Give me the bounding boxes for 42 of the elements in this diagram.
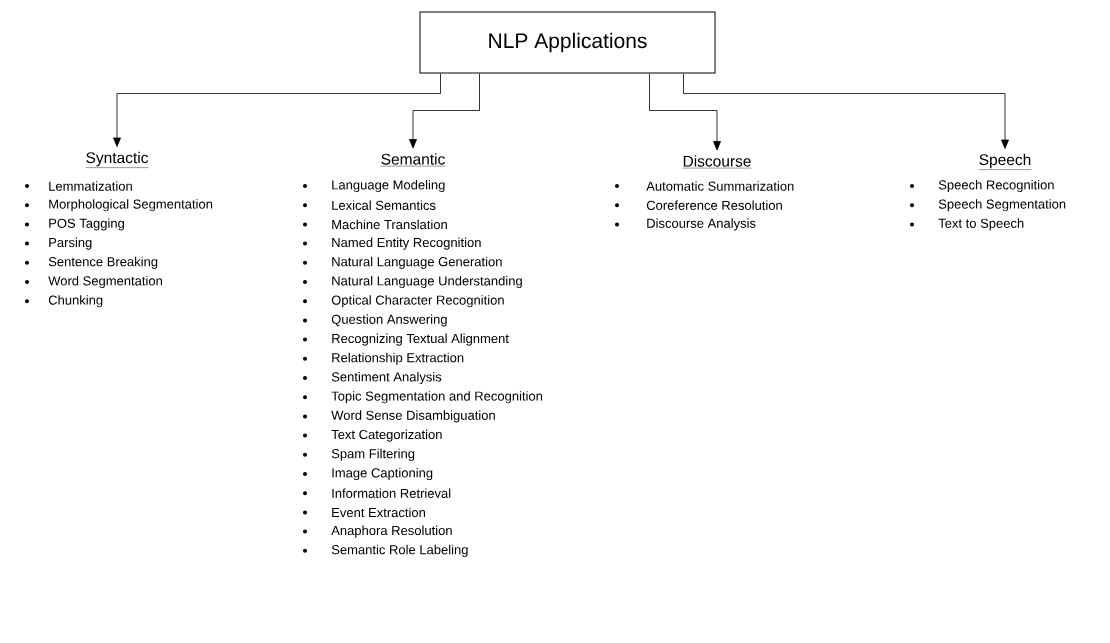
bullet-item: Automatic Summarization [615,181,794,191]
category-heading: Speech [978,153,1032,170]
bullet-item: Speech Recognition [910,179,1054,193]
bullet-item: Topic Segmentation and Recognition [303,391,543,404]
bullet-item: Question Answering [303,314,447,327]
category-heading: Syntactic [85,151,149,168]
bullet-item: Parsing [25,237,92,250]
bullet-item: Relationship Extraction [303,352,464,365]
connector-arrow [683,73,1009,149]
bullet-item: Lemmatization [25,181,132,191]
bullet-item: Optical Character Recognition [303,295,504,308]
bullet-item: Chunking [25,295,103,308]
bullet-item: Text Categorization [303,429,442,442]
bullet-item: Information Retrieval [303,488,451,498]
connector-arrow [409,73,480,149]
category-heading: Semantic [380,153,446,167]
bullet-item: Recognizing Textual Alignment [303,333,509,346]
bullet-item: Word Segmentation [25,275,162,289]
category-heading: Discourse [682,155,752,169]
bullet-item: Machine Translation [303,219,447,230]
bullet-item: Natural Language Understanding [303,275,522,289]
bullet-item: Lexical Semantics [303,200,436,210]
bullet-item: Natural Language Generation [303,256,502,269]
bullet-item: Image Captioning [303,467,433,481]
bullet-item: Morphological Segmentation [25,199,213,212]
connector-arrow [113,73,441,147]
bullet-item: Sentiment Analysis [303,371,442,385]
bullet-item: Language Modeling [303,179,445,193]
bullet-item: POS Tagging [25,218,124,231]
bullet-item: Event Extraction [303,507,425,518]
bullet-item: Coreference Resolution [615,200,782,210]
bullet-item: Discourse Analysis [615,218,756,231]
connector-arrow [649,73,721,151]
bullet-item: Speech Segmentation [910,199,1066,212]
bullet-item: Text to Speech [910,218,1024,231]
bullet-item: Semantic Role Labeling [303,544,468,557]
bullet-item: Spam Filtering [303,448,415,461]
bullet-item: Anaphora Resolution [303,525,452,538]
bullet-item: Named Entity Recognition [303,237,481,250]
bullet-item: Word Sense Disambiguation [303,410,495,423]
title-box: NLP Applications [419,11,716,74]
bullet-item: Sentence Breaking [25,256,158,269]
